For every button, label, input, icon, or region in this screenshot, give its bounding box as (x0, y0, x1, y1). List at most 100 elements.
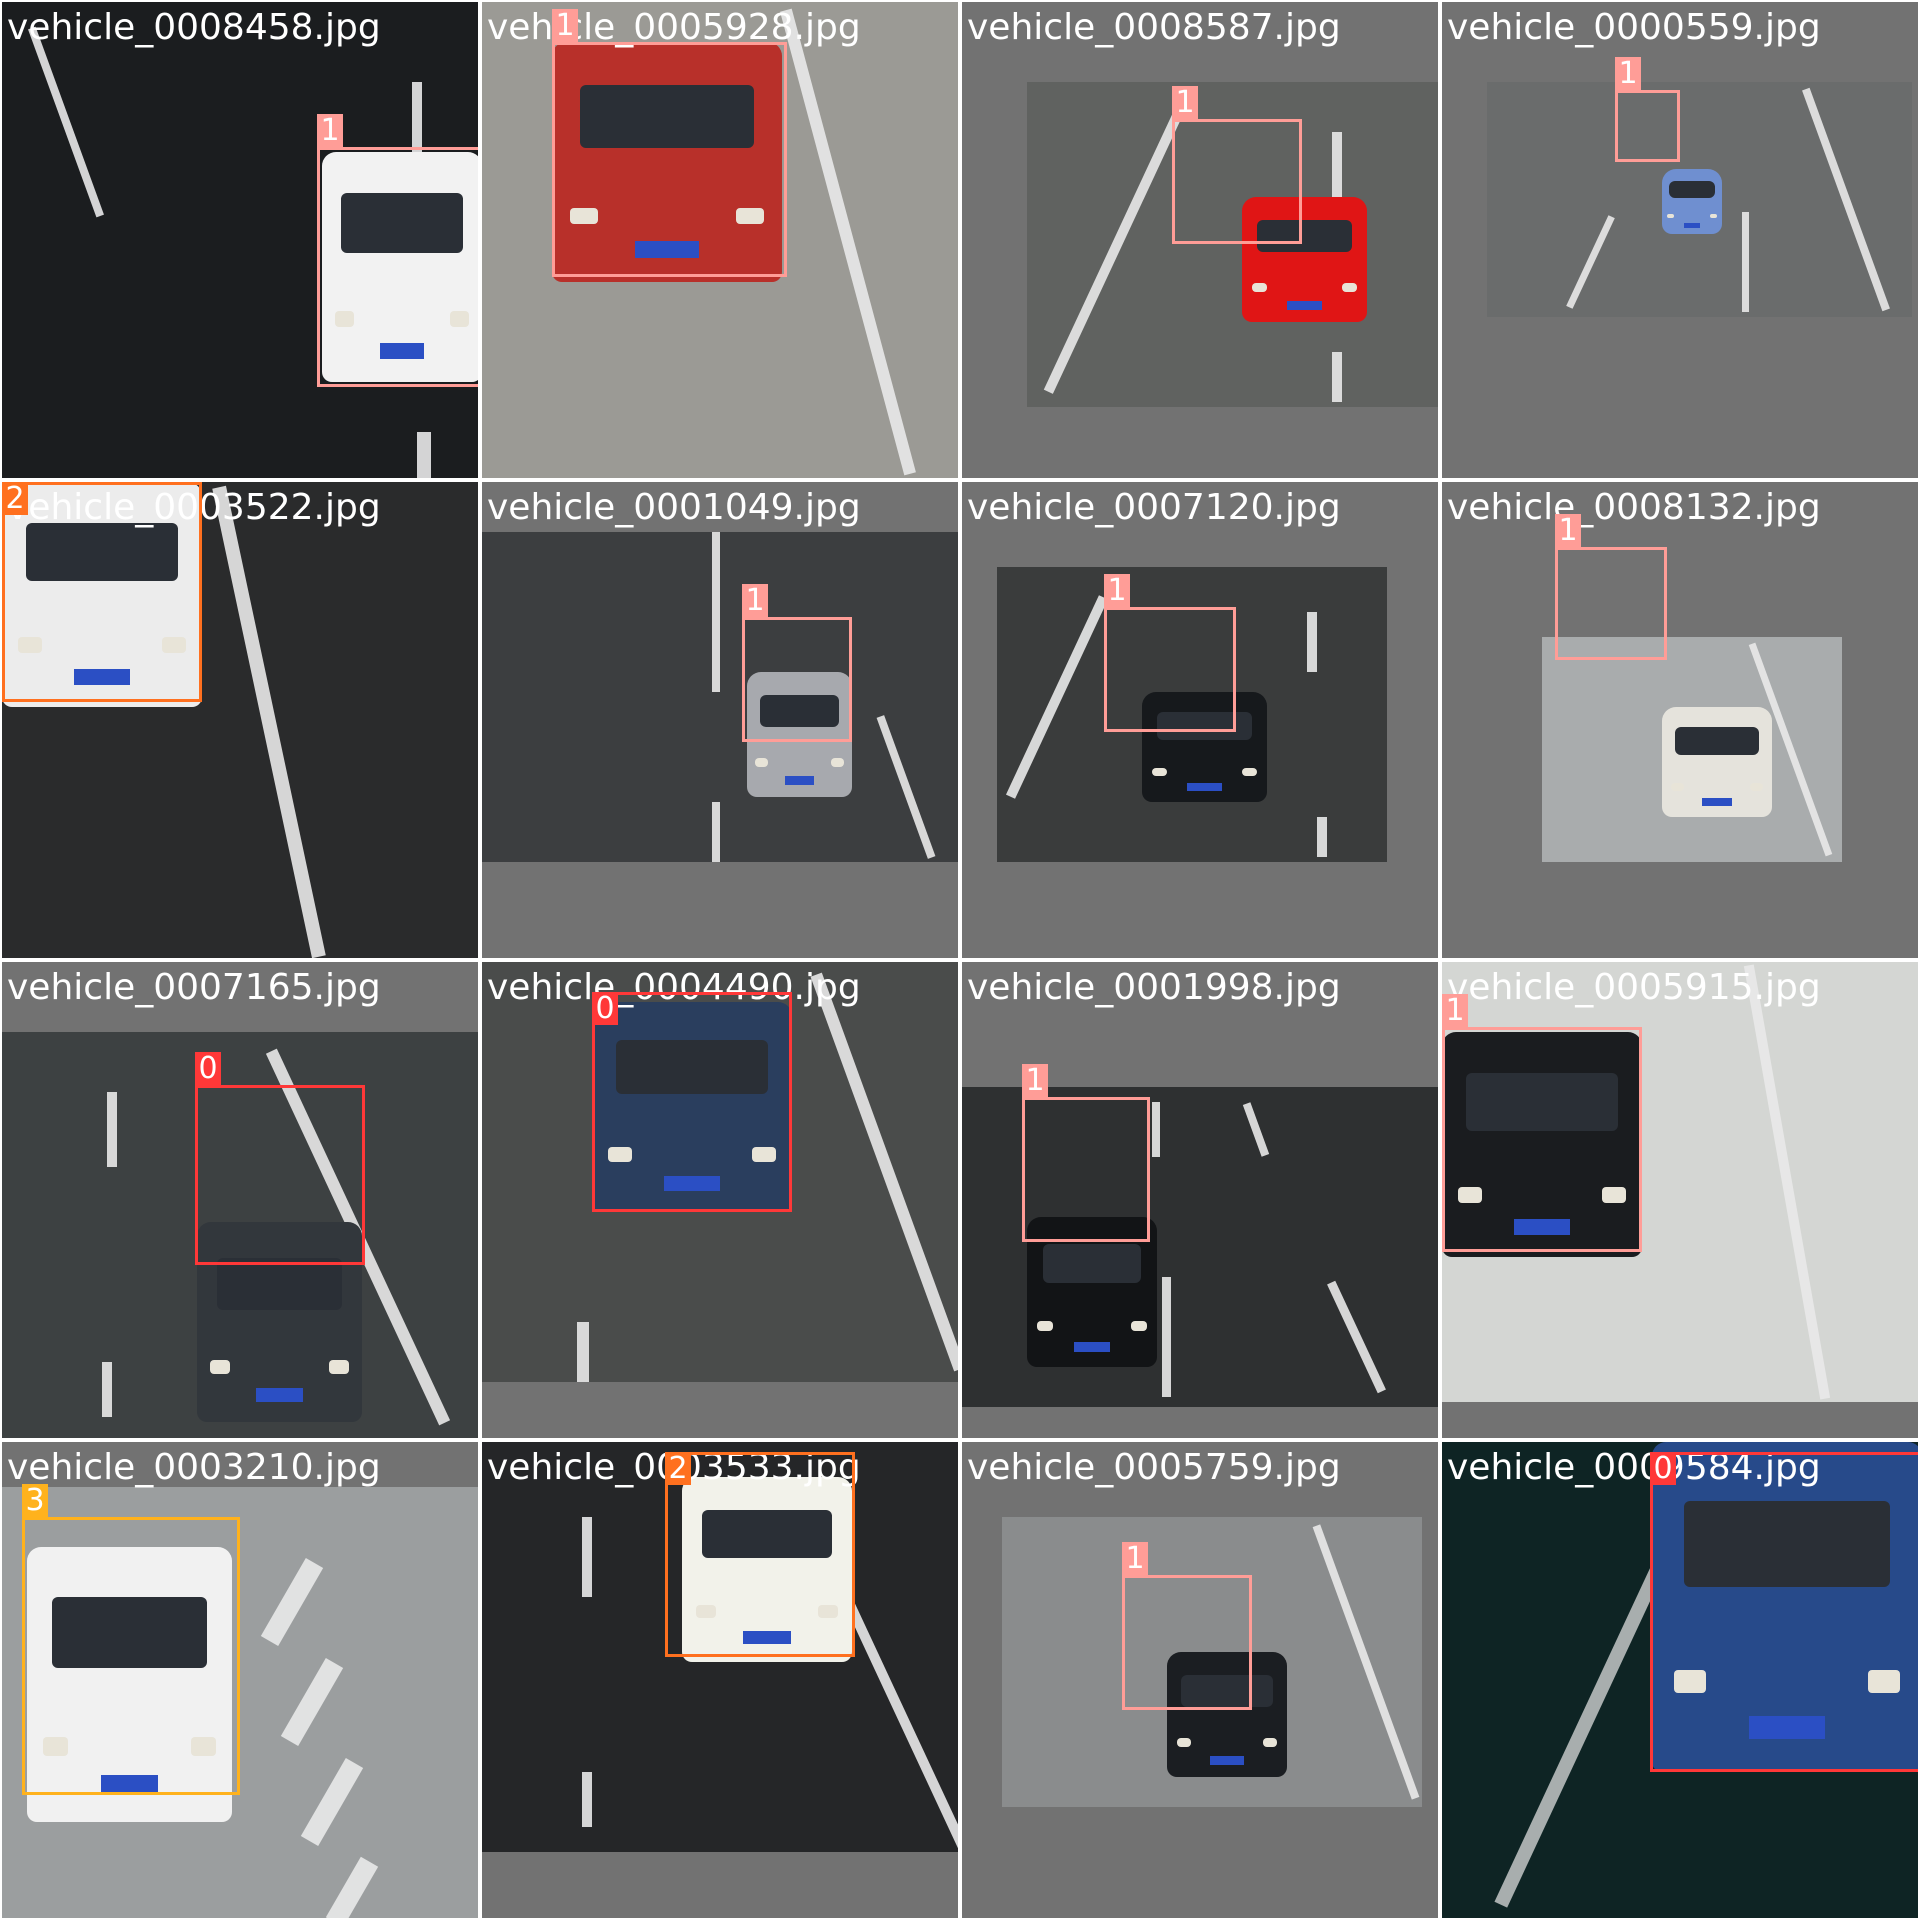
road-photo (2, 2, 478, 478)
lane-marking (712, 802, 720, 862)
vehicle (197, 1222, 362, 1422)
lane-marking (28, 26, 104, 218)
filename-label: vehicle_0001049.jpg (487, 487, 861, 528)
class-label: 1 (1104, 574, 1130, 607)
filename-label: vehicle_0008458.jpg (7, 7, 381, 48)
road-photo (2, 1032, 478, 1438)
road-photo (1002, 1517, 1422, 1807)
bounding-box: 0 (195, 1052, 365, 1265)
lane-marking (412, 82, 422, 182)
filename-label: vehicle_0005928.jpg (487, 7, 861, 48)
lane-marking (260, 1558, 324, 1646)
bounding-box: 0 (1650, 1452, 1918, 1772)
bounding-box: 2 (665, 1452, 855, 1657)
class-label: 1 (742, 584, 768, 617)
lane-marking (1742, 212, 1749, 312)
lane-marking (1307, 612, 1317, 672)
vehicle (1652, 1442, 1918, 1772)
lane-marking (325, 1856, 379, 1918)
lane-marking (1317, 817, 1327, 857)
road-photo (482, 532, 958, 862)
bounding-box: 1 (1442, 994, 1642, 1252)
lane-marking (1332, 132, 1342, 197)
filename-label: vehicle_0001998.jpg (967, 967, 1341, 1008)
road-photo (2, 482, 478, 958)
road-photo (962, 1087, 1438, 1407)
lane-marking (417, 432, 431, 478)
class-label: 2 (2, 482, 28, 515)
lane-marking (107, 1092, 117, 1167)
lane-marking (780, 8, 916, 476)
filename-label: vehicle_0003522.jpg (7, 487, 381, 528)
road-photo (482, 2, 958, 478)
image-tile: vehicle_0007165.jpg 0 (2, 962, 478, 1438)
filename-label: vehicle_0000559.jpg (1447, 7, 1821, 48)
vehicle (27, 1547, 232, 1822)
filename-label: vehicle_0005915.jpg (1447, 967, 1821, 1008)
lane-marking (712, 532, 720, 692)
vehicle (2, 482, 202, 707)
class-label: 1 (1122, 1542, 1148, 1575)
class-label: 3 (22, 1484, 48, 1517)
lane-marking (280, 1658, 344, 1746)
road-photo (1542, 637, 1842, 862)
image-tile: vehicle_0008587.jpg 1 (962, 2, 1438, 478)
class-label: 1 (1442, 994, 1468, 1027)
lane-marking (582, 1772, 592, 1827)
vehicle (592, 1002, 792, 1212)
filename-label: vehicle_0004490.jpg (487, 967, 861, 1008)
bounding-box: 1 (1104, 574, 1236, 732)
bounding-box: 2 (2, 482, 202, 702)
vehicle (1442, 1032, 1642, 1257)
bounding-box: 1 (1022, 1064, 1150, 1242)
lane-marking (1332, 352, 1342, 402)
lane-marking (1152, 1102, 1160, 1157)
lane-marking (1743, 964, 1831, 1400)
bounding-box: 1 (552, 9, 787, 277)
lane-marking (1566, 215, 1615, 309)
road-photo (2, 1487, 478, 1918)
vehicle (1662, 169, 1722, 234)
class-label: 1 (1172, 86, 1198, 119)
vehicle (1242, 197, 1367, 322)
vehicle (1167, 1652, 1287, 1777)
lane-marking (1802, 87, 1890, 312)
image-tile: vehicle_0005759.jpg 1 (962, 1442, 1438, 1918)
image-tile: vehicle_0007120.jpg 1 (962, 482, 1438, 958)
filename-label: vehicle_0005759.jpg (967, 1447, 1341, 1488)
lane-marking (1494, 1566, 1664, 1908)
image-tile: vehicle_0001049.jpg 1 (482, 482, 958, 958)
vehicle (552, 42, 782, 282)
bounding-box: 1 (317, 114, 478, 387)
lane-marking (1043, 95, 1191, 394)
lane-marking (102, 1362, 112, 1417)
vehicle (322, 152, 478, 382)
road-photo (1442, 962, 1918, 1402)
bounding-box: 3 (22, 1484, 240, 1795)
road-photo (1027, 82, 1438, 407)
class-label: 1 (552, 9, 578, 42)
filename-label: vehicle_0008587.jpg (967, 7, 1341, 48)
class-label: 0 (195, 1052, 221, 1085)
filename-label: vehicle_0007120.jpg (967, 487, 1341, 528)
image-tile: vehicle_0001998.jpg 1 (962, 962, 1438, 1438)
lane-marking (582, 1517, 592, 1597)
bounding-box: 1 (742, 584, 852, 742)
lane-marking (1327, 1280, 1386, 1394)
vehicle (1027, 1217, 1157, 1367)
bounding-box: 1 (1122, 1542, 1252, 1710)
vehicle (682, 1477, 852, 1662)
lane-marking (810, 972, 958, 1372)
filename-label: vehicle_0007165.jpg (7, 967, 381, 1008)
lane-marking (845, 1602, 958, 1852)
filename-label: vehicle_0003210.jpg (7, 1447, 381, 1488)
bounding-box: 1 (1172, 86, 1302, 244)
